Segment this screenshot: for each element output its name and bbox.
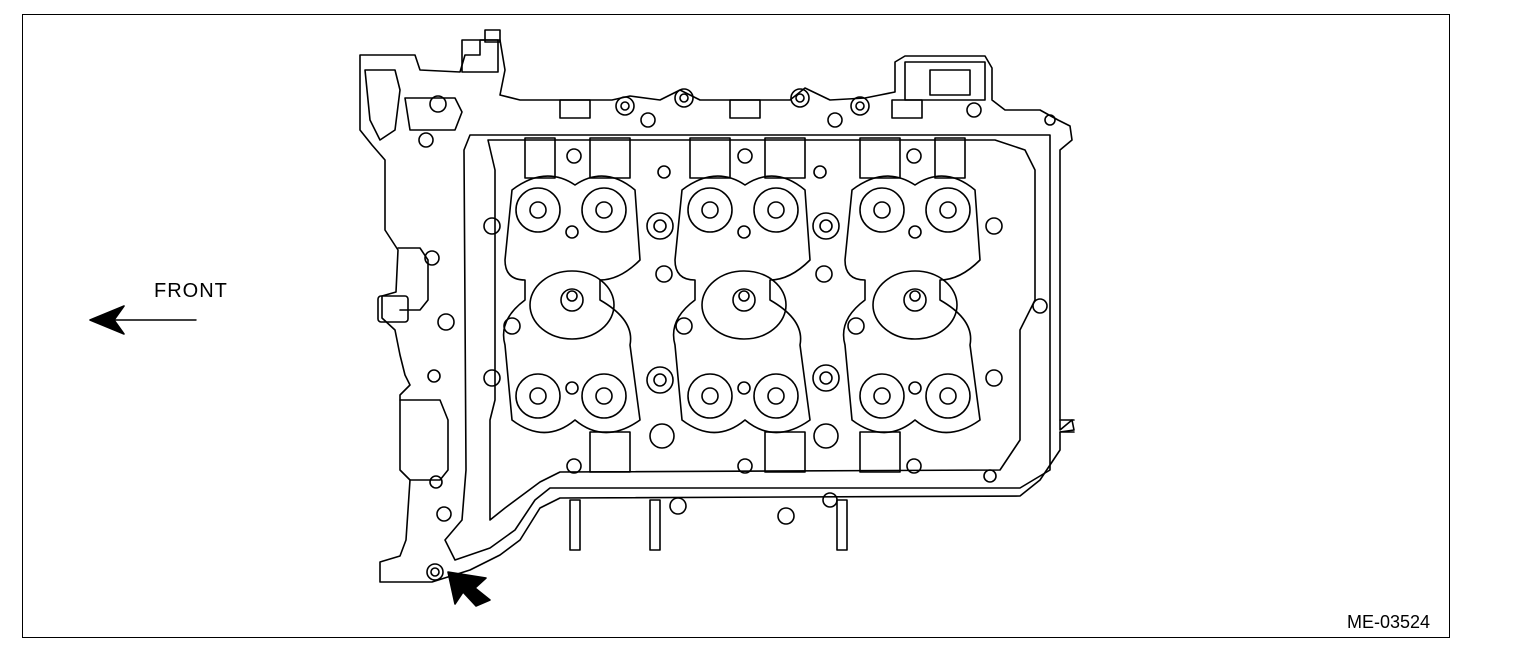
lower-studs <box>569 419 1075 551</box>
combustion-chamber-2 <box>672 175 811 434</box>
head-outline <box>359 29 1075 583</box>
front-label: FRONT <box>154 280 228 302</box>
bold-arrow-icon <box>447 571 491 607</box>
diagram-frame <box>22 14 1450 638</box>
combustion-chamber-3 <box>842 175 981 434</box>
indicated-hole <box>426 563 444 581</box>
figure-code-label: ME-03524 <box>1347 612 1431 632</box>
combustion-chamber-1 <box>502 175 641 434</box>
arrow-left-icon <box>89 305 197 335</box>
upper-bolt-bosses <box>559 88 1056 128</box>
coolant-and-bolt-holes <box>483 137 1048 483</box>
front-side-holes <box>377 95 455 522</box>
